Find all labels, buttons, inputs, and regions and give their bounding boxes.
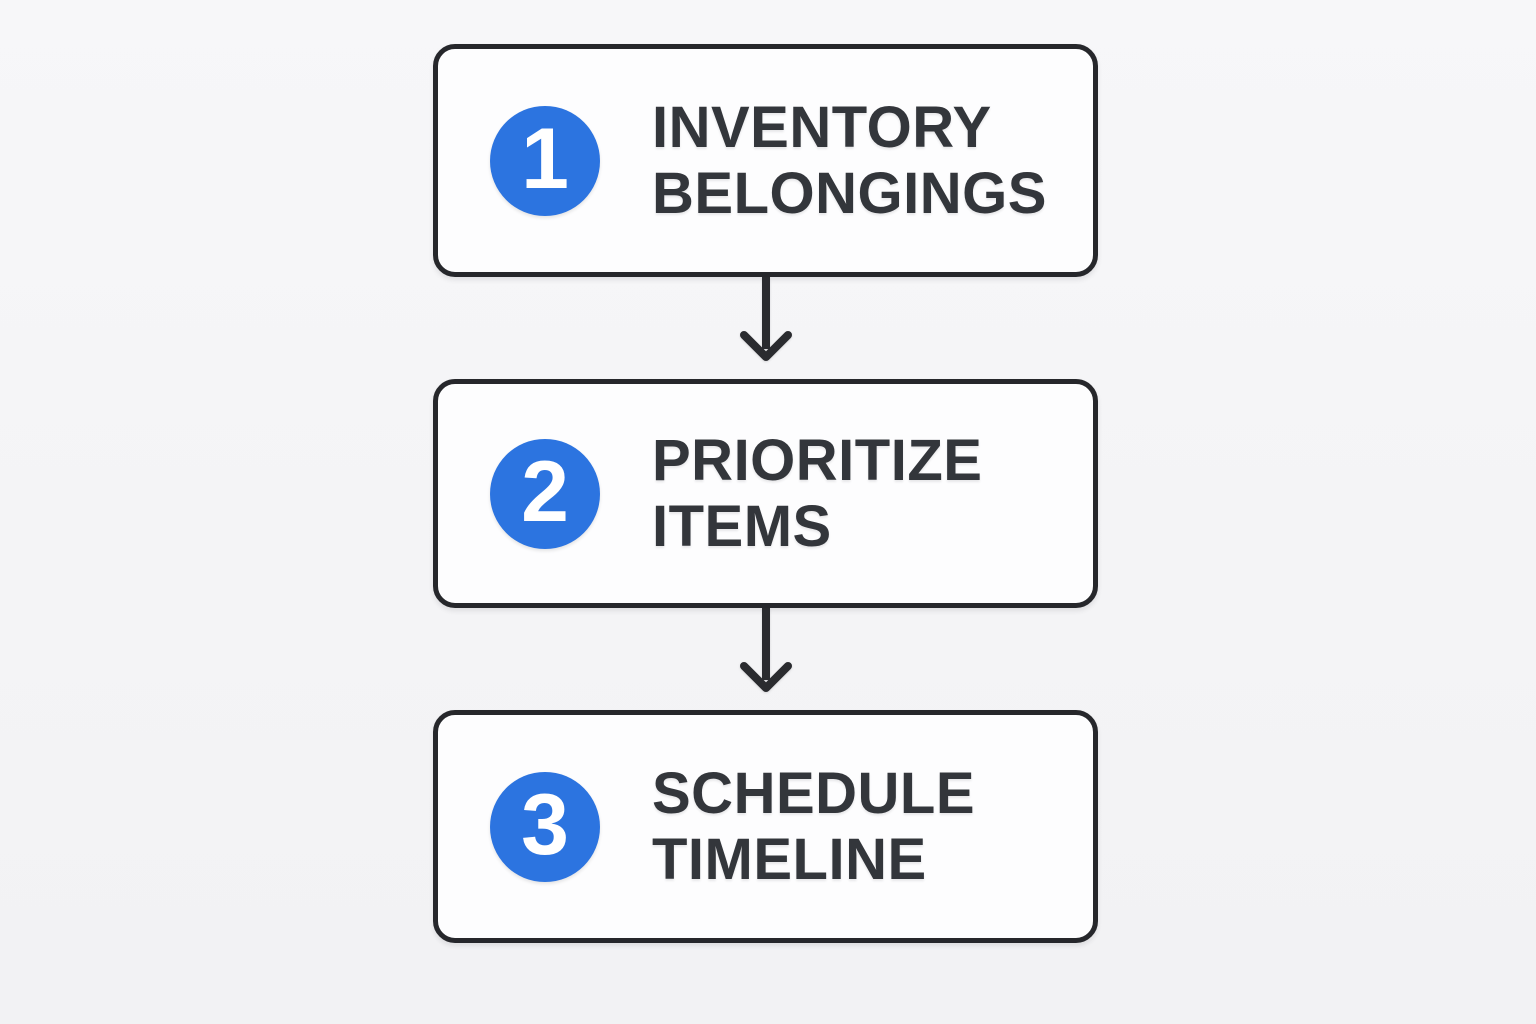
step-label-line: BELONGINGS <box>652 160 1047 226</box>
step-box-1: 1 INVENTORY BELONGINGS <box>433 44 1098 277</box>
step-label: SCHEDULE TIMELINE <box>652 761 975 893</box>
step-number-badge: 3 <box>490 771 600 882</box>
step-number-badge: 2 <box>490 438 600 549</box>
step-number-badge: 1 <box>490 105 600 216</box>
step-label-line: SCHEDULE <box>652 760 976 826</box>
arrow-down-icon <box>720 608 812 710</box>
step-box-2: 2 PRIORITIZE ITEMS <box>433 379 1098 608</box>
arrow-down-icon <box>720 277 812 379</box>
step-label-line: PRIORITIZE <box>652 427 983 493</box>
step-label-line: TIMELINE <box>652 826 927 892</box>
step-label: PRIORITIZE ITEMS <box>652 428 982 560</box>
step-box-3: 3 SCHEDULE TIMELINE <box>433 710 1098 943</box>
step-label: INVENTORY BELONGINGS <box>652 95 1047 227</box>
step-label-line: ITEMS <box>652 493 832 559</box>
step-label-line: INVENTORY <box>652 94 992 160</box>
